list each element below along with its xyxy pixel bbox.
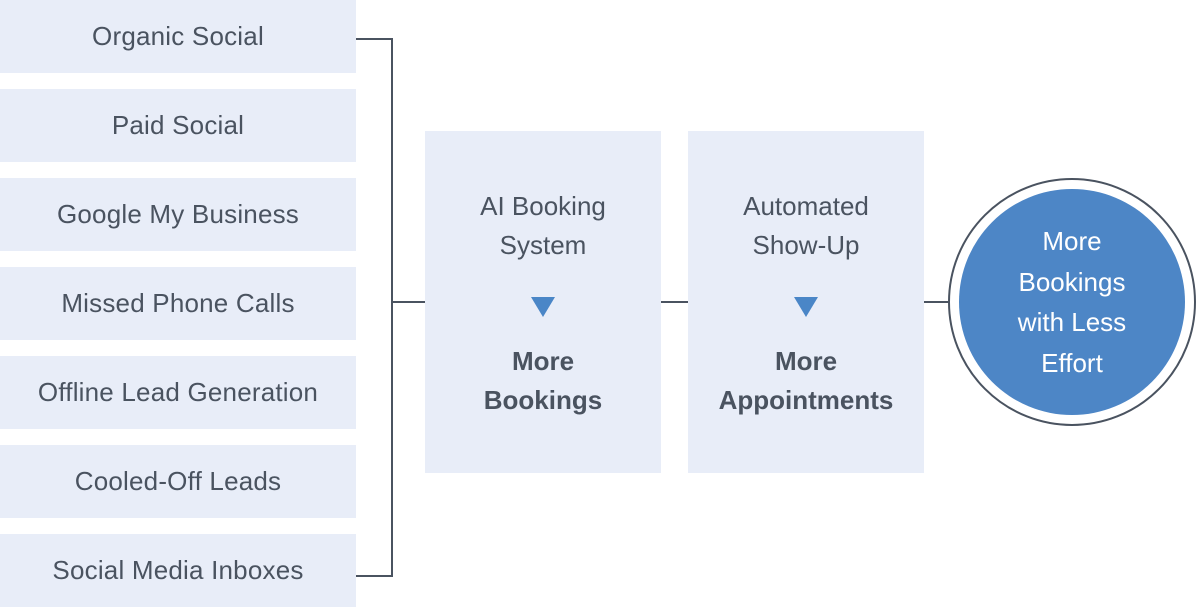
source-label: Organic Social [92,21,264,51]
stage-result: More Bookings [483,346,603,415]
outcome-disc: More Bookings with Less Effort [959,189,1185,415]
bracket-vertical-connector [391,38,393,577]
source-label: Google My Business [56,199,300,229]
source-label: Missed Phone Calls [61,288,295,318]
bracket-bottom-connector [356,575,393,577]
outcome-circle: More Bookings with Less Effort [948,178,1196,426]
source-box-cooled-off-leads: Cooled-Off Leads [0,445,356,518]
down-arrow-icon [794,297,818,317]
outcome-label: More Bookings with Less Effort [1017,226,1127,378]
bracket-to-stage-connector [391,301,425,303]
source-box-google-my-business: Google My Business [0,178,356,251]
stage-title: Automated Show-Up [743,191,869,260]
stage-connector [661,301,688,303]
stage-box-ai-booking: AI Booking System More Bookings [425,131,661,473]
source-box-social-media-inboxes: Social Media Inboxes [0,534,356,607]
source-label: Social Media Inboxes [52,555,304,585]
source-label: Offline Lead Generation [37,377,319,407]
source-box-organic-social: Organic Social [0,0,356,73]
source-box-missed-phone-calls: Missed Phone Calls [0,267,356,340]
stage-box-automated-show-up: Automated Show-Up More Appointments [688,131,924,473]
down-arrow-icon [531,297,555,317]
outcome-connector [924,301,950,303]
stage-title: AI Booking System [480,191,606,260]
source-box-paid-social: Paid Social [0,89,356,162]
source-label: Cooled-Off Leads [74,466,282,496]
source-label: Paid Social [111,110,245,140]
stage-result: More Appointments [718,346,894,415]
bracket-top-connector [356,38,393,40]
source-box-offline-lead-generation: Offline Lead Generation [0,356,356,429]
